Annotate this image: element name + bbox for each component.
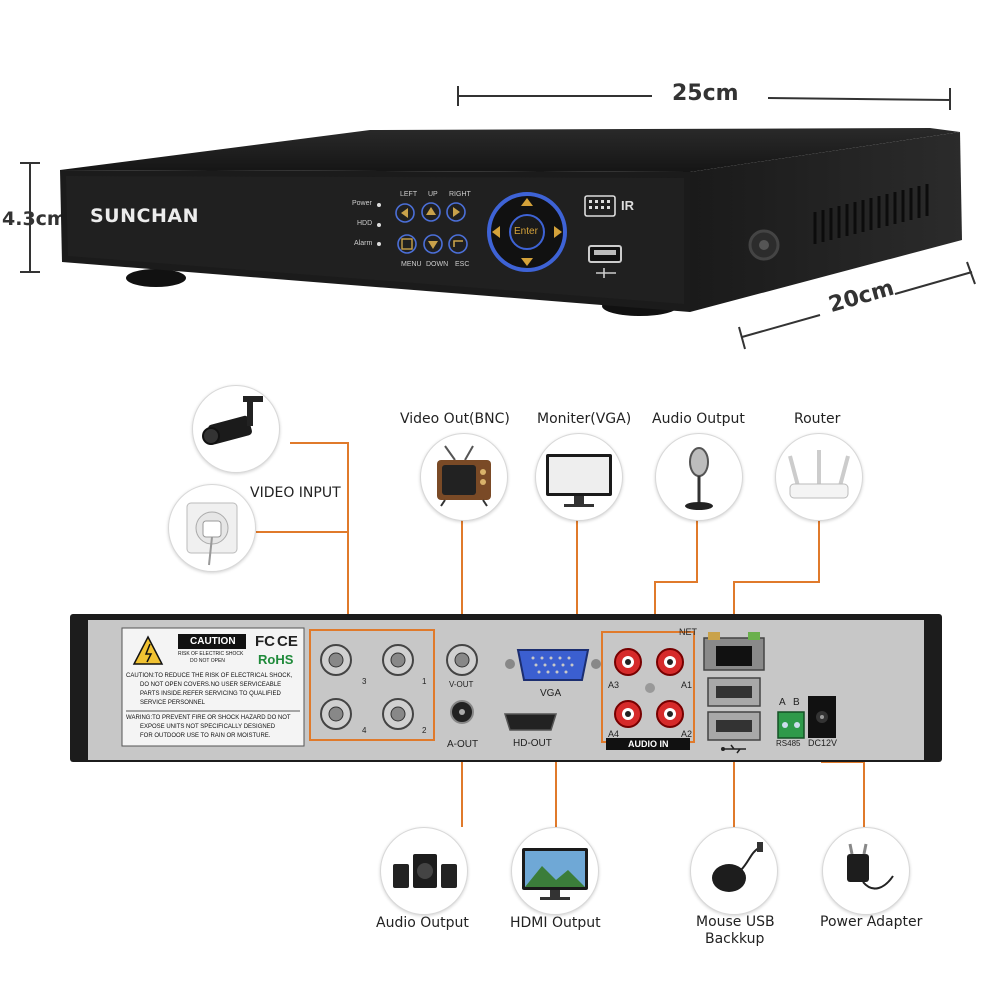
caution-sub-1: RISK OF ELECTRIC SHOCK [178, 651, 244, 657]
fc-certification: FC [255, 633, 275, 650]
audio-output-top-label: Audio Output [652, 411, 745, 427]
power-adapter-illustration [822, 827, 910, 915]
caution-text-1: CAUTION:TO REDUCE THE RISK OF ELECTRICAL… [126, 673, 293, 679]
left-button-label: LEFT [400, 191, 418, 198]
a-out-label: A-OUT [447, 739, 479, 750]
ce-certification: CE [277, 633, 298, 650]
wall-socket-illustration [168, 484, 256, 572]
mouse-usb-backup-label: Backkup [705, 931, 765, 947]
audio-in-label: AUDIO IN [628, 739, 669, 749]
warning-text-3: FOR OUTDOOR USE TO RAIN OR MOISTURE. [140, 733, 271, 739]
router-icon [788, 450, 850, 499]
power-adapter-label: Power Adapter [820, 914, 923, 930]
caution-text-3: PARTS INSIDE.REFER SERVICING TO QUALIFIE… [140, 691, 281, 697]
power-adapter-icon [847, 843, 894, 890]
caution-sub-2: DO NOT OPEN [190, 658, 225, 664]
mouse-usb-label: Mouse USB [696, 914, 775, 930]
dc12v-label: DC12V [808, 738, 838, 748]
dvr-front-view [60, 128, 962, 316]
hdmi-monitor-illustration [511, 827, 599, 915]
vga-label: VGA [540, 688, 562, 699]
v-out-label: V-OUT [449, 680, 474, 689]
height-dimension: 4.3cm [2, 208, 67, 230]
monitor-illustration [535, 433, 623, 521]
bnc-number-3: 3 [362, 677, 367, 686]
wall-socket-icon [186, 502, 238, 566]
rs485-b-label: B [793, 697, 800, 708]
video-input-label: VIDEO INPUT [250, 485, 341, 501]
speakers-icon [393, 854, 457, 888]
up-button-label: UP [428, 191, 438, 198]
microphone-illustration [655, 433, 743, 521]
monitor-icon [546, 454, 612, 507]
audio-a1-label: A1 [681, 680, 693, 690]
bnc-number-1: 1 [422, 677, 427, 686]
retro-tv-icon [437, 445, 491, 507]
down-button-label: DOWN [426, 261, 449, 268]
esc-button-label: ESC [455, 261, 470, 268]
warning-text-2: EXPOSE UNITS NOT SPECIFICALLY DESIGNED [140, 724, 276, 730]
speakers-illustration [380, 827, 468, 915]
usb-symbol-icon [721, 744, 746, 754]
menu-button-label: MENU [401, 261, 422, 268]
dimension-lines [20, 86, 976, 350]
mouse-illustration [690, 827, 778, 915]
rs485-a-label: A [779, 697, 786, 708]
microphone-icon [685, 447, 713, 510]
ir-receiver-label: IR [621, 198, 634, 213]
audio-a3-label: A3 [608, 680, 620, 690]
router-illustration [775, 433, 863, 521]
router-label: Router [794, 411, 841, 427]
width-dimension: 25cm [672, 81, 739, 106]
alarm-indicator-label: Alarm [354, 240, 373, 247]
enter-button-label: Enter [514, 226, 538, 237]
hdmi-monitor-icon [522, 848, 588, 900]
bnc-number-2: 2 [422, 726, 427, 735]
net-label: NET [679, 627, 697, 637]
caution-title: CAUTION [190, 636, 236, 647]
audio-a2-label: A2 [681, 729, 693, 739]
audio-a4-label: A4 [608, 729, 620, 739]
warning-text-1: WARING:TO PREVENT FIRE OR SHOCK HAZARD D… [126, 715, 291, 721]
tv-illustration [420, 433, 508, 521]
caution-text-4: SERVICE PERSONNEL [140, 700, 205, 706]
audio-output-bottom-label: Audio Output [376, 915, 469, 931]
hdd-indicator-label: HDD [357, 220, 373, 227]
rohs-certification: RoHS [258, 652, 294, 667]
camera-illustration [192, 385, 280, 473]
mouse-icon [712, 842, 763, 892]
hdmi-output-label: HDMI Output [510, 915, 601, 931]
power-indicator-label: Power [352, 200, 372, 207]
caution-text-2: DO NOT OPEN COVERS.NO USER SERVICEABLE [140, 682, 282, 688]
dvr-back-panel [70, 614, 942, 762]
brand-logo: SUNCHAN [90, 205, 199, 227]
video-out-label: Video Out(BNC) [400, 411, 510, 427]
bnc-number-4: 4 [362, 726, 367, 735]
right-button-label: RIGHT [449, 191, 471, 198]
bullet-camera-icon [202, 396, 263, 445]
hdmi-port-label: HD-OUT [513, 738, 552, 749]
monitor-label: Moniter(VGA) [537, 411, 632, 427]
rs485-label: RS485 [776, 739, 801, 748]
